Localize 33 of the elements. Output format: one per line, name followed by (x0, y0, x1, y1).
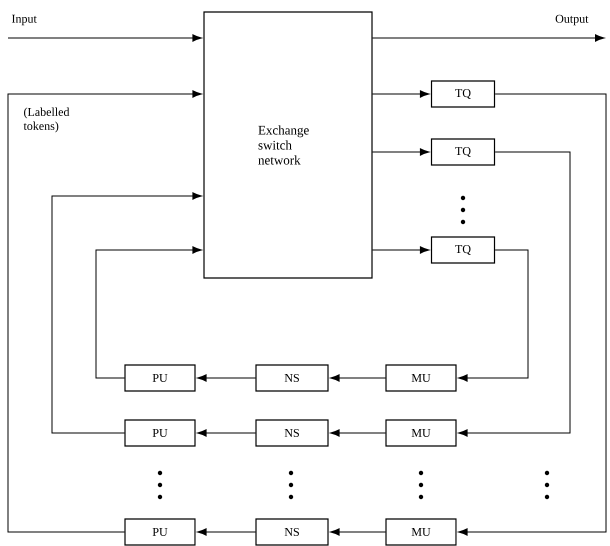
unit-box: NS (255, 518, 329, 546)
arrow (458, 152, 570, 437)
arrow (372, 246, 430, 254)
arrow (372, 90, 430, 98)
arrow (197, 374, 256, 382)
arrow (197, 429, 256, 437)
arrow (96, 246, 202, 378)
edge-label: Input (12, 14, 37, 26)
edge-label: (Labelled tokens) (24, 108, 70, 132)
arrow (197, 528, 256, 536)
unit-box: PU (124, 419, 196, 447)
unit-box: NS (255, 364, 329, 392)
arrow (330, 528, 386, 536)
unit-box: TQ (430, 138, 496, 166)
unit-box: MU (385, 364, 457, 392)
arrow (8, 90, 202, 532)
unit-box: MU (385, 518, 457, 546)
arrow (458, 94, 606, 536)
unit-box: TQ (430, 236, 496, 264)
unit-box: NS (255, 419, 329, 447)
arrow (372, 34, 604, 42)
arrow (330, 374, 386, 382)
arrow (52, 192, 202, 434)
edge-label: Output (556, 14, 588, 26)
arrow (330, 429, 386, 437)
arrow (372, 148, 430, 156)
unit-box: PU (124, 364, 196, 392)
switch-box: Exchange switch network (203, 11, 373, 279)
arrow (458, 250, 528, 382)
arrow (8, 34, 202, 42)
unit-box: MU (385, 419, 457, 447)
unit-box: TQ (430, 80, 496, 108)
unit-box: PU (124, 518, 196, 546)
